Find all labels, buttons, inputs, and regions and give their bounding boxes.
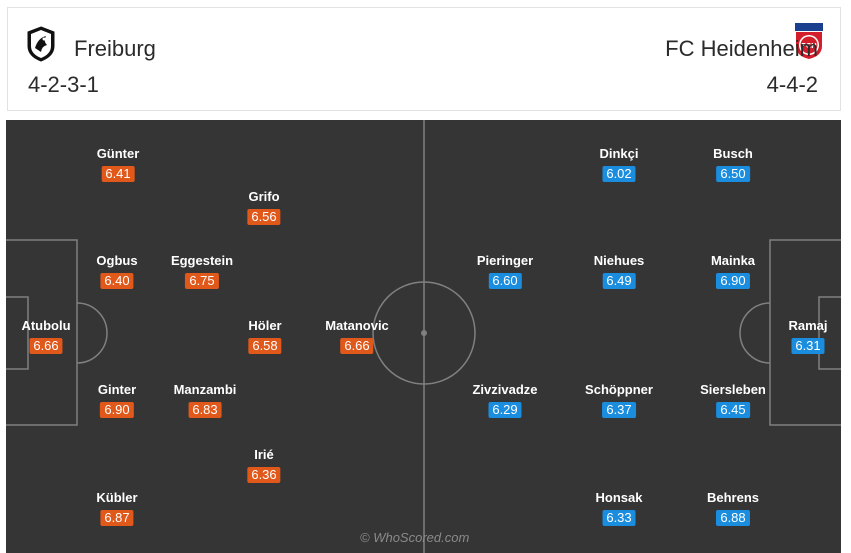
player-pieringer[interactable]: Pieringer 6.60: [477, 253, 533, 290]
home-formation: 4-2-3-1: [28, 72, 99, 97]
player-name: Busch: [713, 146, 753, 161]
player-grifo[interactable]: Grifo 6.56: [247, 189, 281, 226]
player-rating: 6.45: [716, 402, 750, 418]
player-atubolu[interactable]: Atubolu 6.66: [21, 318, 71, 355]
heidenheim-crest-text: FCH: [801, 42, 817, 50]
player-rating: 6.29: [488, 402, 522, 418]
freiburg-crest-icon: [27, 26, 55, 62]
player-name: Ramaj: [788, 318, 828, 333]
player-name: Schöppner: [585, 382, 653, 397]
player-name: Manzambi: [173, 382, 237, 397]
player-name: Günter: [96, 146, 140, 161]
player-ginter[interactable]: Ginter 6.90: [98, 382, 136, 419]
player-name: Behrens: [706, 490, 760, 505]
player-name: Eggestein: [170, 253, 234, 268]
player-gunter[interactable]: Günter 6.41: [96, 146, 140, 183]
player-rating: 6.50: [716, 166, 750, 182]
player-rating: 6.66: [340, 338, 374, 354]
player-rating: 6.66: [29, 338, 63, 354]
heidenheim-crest-icon: FCH: [795, 23, 823, 59]
player-rating: 6.33: [602, 510, 636, 526]
player-busch[interactable]: Busch 6.50: [713, 146, 753, 183]
player-dinkci[interactable]: Dinkçi 6.02: [599, 146, 639, 183]
player-name: Atubolu: [21, 318, 71, 333]
player-matanovic[interactable]: Matanovic 6.66: [325, 318, 389, 355]
pitch: Günter 6.41 Grifo 6.56 Ogbus 6.40 Eggest…: [6, 120, 841, 553]
player-name: Ogbus: [96, 253, 138, 268]
player-rating: 6.90: [100, 402, 134, 418]
player-eggestein[interactable]: Eggestein 6.75: [171, 253, 233, 290]
player-rating: 6.90: [716, 273, 750, 289]
player-manzambi[interactable]: Manzambi 6.83: [173, 382, 237, 419]
player-rating: 6.75: [185, 273, 219, 289]
watermark: © WhoScored.com: [360, 530, 470, 545]
player-schoppner[interactable]: Schöppner 6.37: [585, 382, 653, 419]
away-team-name[interactable]: FC Heidenheim: [665, 36, 818, 61]
player-rating: 6.60: [488, 273, 522, 289]
player-name: Ginter: [97, 382, 137, 397]
player-rating: 6.31: [791, 338, 825, 354]
player-zivzivadze[interactable]: Zivzivadze 6.29: [472, 382, 538, 419]
player-name: Irié: [254, 447, 274, 462]
pitch-markings: [6, 120, 841, 553]
player-name: Kübler: [96, 490, 138, 505]
player-rating: 6.37: [602, 402, 636, 418]
player-rating: 6.88: [716, 510, 750, 526]
player-honsak[interactable]: Honsak 6.33: [595, 490, 643, 527]
player-name: Matanovic: [325, 318, 389, 333]
away-formation: 4-4-2: [766, 72, 818, 97]
player-rating: 6.40: [100, 273, 134, 289]
player-rating: 6.41: [101, 166, 135, 182]
player-mainka[interactable]: Mainka 6.90: [711, 253, 755, 290]
player-name: Niehues: [593, 253, 645, 268]
player-name: Grifo: [248, 189, 280, 204]
player-name: Dinkçi: [599, 146, 639, 161]
player-rating: 6.56: [247, 209, 281, 225]
home-team-name[interactable]: Freiburg: [74, 36, 156, 61]
player-niehues[interactable]: Niehues 6.49: [593, 253, 645, 290]
player-name: Honsak: [595, 490, 643, 505]
player-siersleben[interactable]: Siersleben 6.45: [700, 382, 766, 419]
player-rating: 6.58: [248, 338, 282, 354]
player-rating: 6.83: [188, 402, 222, 418]
player-ramaj[interactable]: Ramaj 6.31: [788, 318, 828, 355]
player-rating: 6.02: [602, 166, 636, 182]
player-name: Siersleben: [700, 382, 766, 397]
player-rating: 6.87: [100, 510, 134, 526]
player-name: Zivzivadze: [472, 382, 538, 397]
player-rating: 6.36: [247, 467, 281, 483]
player-name: Höler: [248, 318, 282, 333]
player-holer[interactable]: Höler 6.58: [248, 318, 282, 355]
player-name: Mainka: [710, 253, 756, 268]
match-header: Freiburg 4-2-3-1 FCH FC Heidenheim 4-4-2: [7, 7, 841, 111]
player-behrens[interactable]: Behrens 6.88: [707, 490, 759, 527]
player-irie[interactable]: Irié 6.36: [247, 447, 281, 484]
player-name: Pieringer: [476, 253, 534, 268]
player-kubler[interactable]: Kübler 6.87: [96, 490, 138, 527]
player-rating: 6.49: [602, 273, 636, 289]
player-ogbus[interactable]: Ogbus 6.40: [96, 253, 138, 290]
